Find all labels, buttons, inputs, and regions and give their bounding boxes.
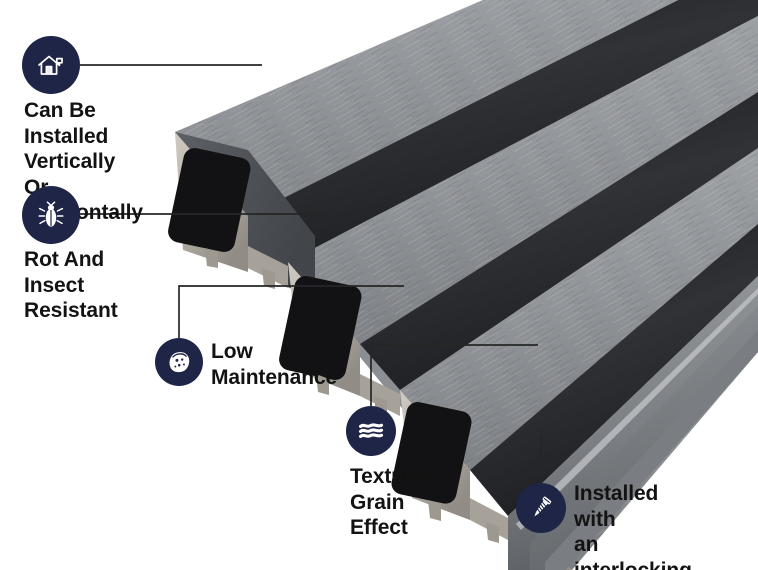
callout-label: Textured Grain Effect [350, 465, 437, 540]
callout-label: Low Maintenance [211, 340, 338, 389]
insect-beetle-icon [22, 186, 80, 244]
callout-label: Installed with an interlocking system [574, 482, 692, 570]
house-paint-roller-icon [22, 36, 80, 94]
cleaning-sponge-icon [155, 338, 203, 386]
screw-icon [516, 483, 566, 533]
wavy-grain-lines-icon [346, 406, 396, 456]
callout-label: Rot And Insect Resistant [24, 248, 118, 323]
